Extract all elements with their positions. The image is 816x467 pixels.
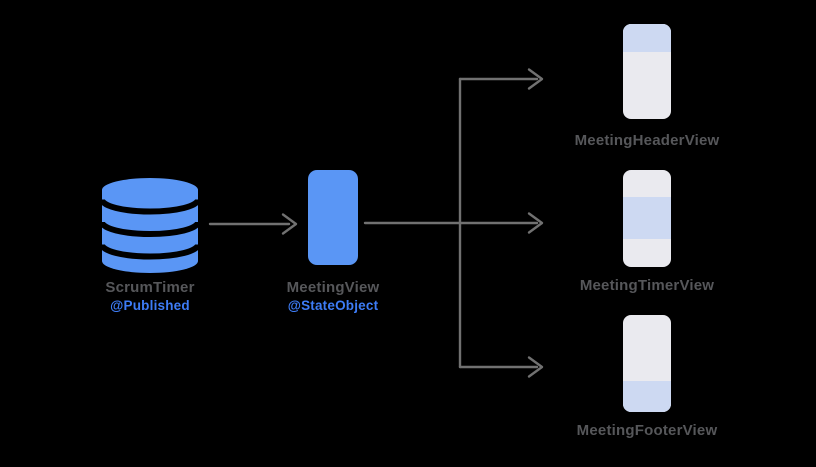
meeting-footer-view-icon xyxy=(623,315,671,412)
source-attribute-label: @Published xyxy=(110,298,190,313)
parent-view-attribute-label: @StateObject xyxy=(287,298,379,313)
branch-arrow-top xyxy=(458,68,544,90)
parent-view-label: MeetingView xyxy=(286,279,380,296)
phone-screen-icon xyxy=(308,170,358,265)
meeting-header-view-icon xyxy=(623,24,671,119)
meeting-timer-view-icon xyxy=(623,170,671,267)
fanout-trunk xyxy=(363,77,462,369)
source-to-parent-arrow xyxy=(208,213,298,235)
header-highlight-band xyxy=(623,24,671,52)
footer-highlight-band xyxy=(623,381,671,412)
source-label: ScrumTimer xyxy=(105,279,195,296)
branch-arrow-bottom xyxy=(458,356,544,378)
meeting-header-view-label: MeetingHeaderView xyxy=(574,132,720,149)
branch-arrow-middle xyxy=(458,212,544,234)
timer-highlight-band xyxy=(623,197,671,239)
meeting-timer-view-label: MeetingTimerView xyxy=(579,277,715,294)
meeting-footer-view-label: MeetingFooterView xyxy=(576,422,718,439)
database-cylinder-icon xyxy=(102,178,198,273)
